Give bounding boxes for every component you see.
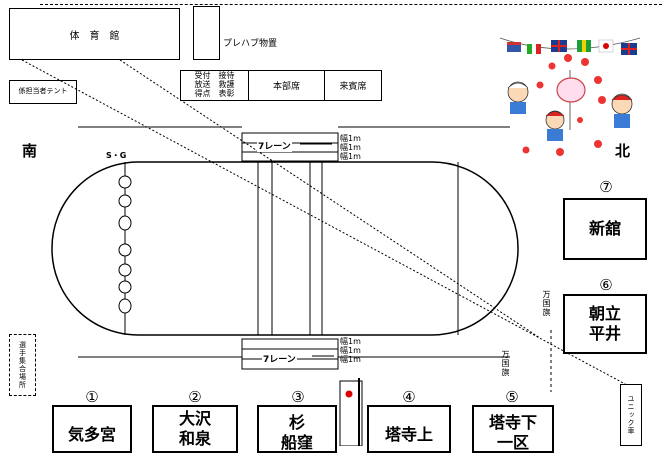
site-boundary bbox=[40, 4, 662, 5]
banzai-flag-label-1: 万国旗 bbox=[542, 290, 551, 317]
width-labels-bottom: 幅1m 幅1m 幅1m bbox=[340, 337, 361, 364]
guest-label: 来賓席 bbox=[339, 82, 367, 92]
unic-car: ユニック車 bbox=[620, 384, 642, 446]
prefab-storage-label: プレハブ物置 bbox=[223, 39, 278, 49]
athlete-assembly-area: 選手集合場所 bbox=[9, 334, 36, 396]
guest-tent: 来賓席 bbox=[324, 70, 382, 101]
district-name: 朝立 平井 bbox=[588, 304, 621, 343]
gymnasium-label: 体 育 館 bbox=[69, 30, 120, 42]
district-box-asadachi: 朝立 平井 bbox=[563, 294, 647, 354]
reception-tent: 受付 接待 放送 救護 得点 表彰 bbox=[180, 70, 249, 101]
width-label: 幅1m bbox=[340, 345, 361, 355]
reception-line: 得点 表彰 bbox=[194, 88, 235, 98]
district-number: ⑥ bbox=[599, 276, 613, 294]
width-label: 幅1m bbox=[340, 134, 361, 143]
start-goal-label: S・G bbox=[106, 151, 127, 160]
headquarters-label: 本部席 bbox=[272, 82, 300, 92]
banzai-flag-label-2: 万国旗 bbox=[501, 350, 510, 377]
district-name: 新舘 bbox=[588, 219, 621, 238]
unic-car-label: ユニック車 bbox=[627, 395, 635, 435]
width-label: 幅1m bbox=[340, 142, 361, 152]
district-number: ⑦ bbox=[599, 178, 613, 196]
lane-label-bottom: 7レーン bbox=[262, 352, 297, 365]
district-name: 気多宮 bbox=[67, 425, 116, 444]
district-number: ② bbox=[188, 388, 202, 406]
district-name: 塔寺上 bbox=[384, 425, 433, 444]
district-number: ③ bbox=[291, 388, 305, 406]
assembly-label: 選手集合場所 bbox=[18, 341, 27, 389]
district-name: 塔寺下 一区 bbox=[488, 413, 537, 452]
north-label: 北 bbox=[615, 142, 631, 160]
south-label: 南 bbox=[22, 142, 38, 160]
prefab-storage bbox=[193, 6, 220, 60]
district-name: 大沢 和泉 bbox=[178, 409, 211, 448]
district-number: ④ bbox=[402, 388, 416, 406]
width-label: 幅1m bbox=[340, 337, 361, 346]
width-label: 幅1m bbox=[340, 151, 361, 161]
district-name: 杉 船窪 bbox=[280, 413, 313, 452]
gymnasium: 体 育 館 bbox=[9, 8, 180, 60]
district-number: ⑤ bbox=[505, 388, 519, 406]
lane-label-top: 7レーン bbox=[257, 139, 292, 152]
district-box-shindate: 新舘 bbox=[563, 198, 647, 260]
district-number: ① bbox=[85, 388, 99, 406]
district-box-tonoterakami: 塔寺上 bbox=[367, 405, 451, 453]
width-label: 幅1m bbox=[340, 354, 361, 364]
staff-tent-label: 係担当者テント bbox=[18, 87, 68, 96]
district-box-osawa: 大沢 和泉 bbox=[152, 405, 238, 453]
reception-line: 受付 接待 bbox=[194, 71, 235, 81]
width-labels-top: 幅1m 幅1m 幅1m bbox=[340, 134, 361, 161]
reception-line: 放送 救護 bbox=[194, 80, 235, 90]
